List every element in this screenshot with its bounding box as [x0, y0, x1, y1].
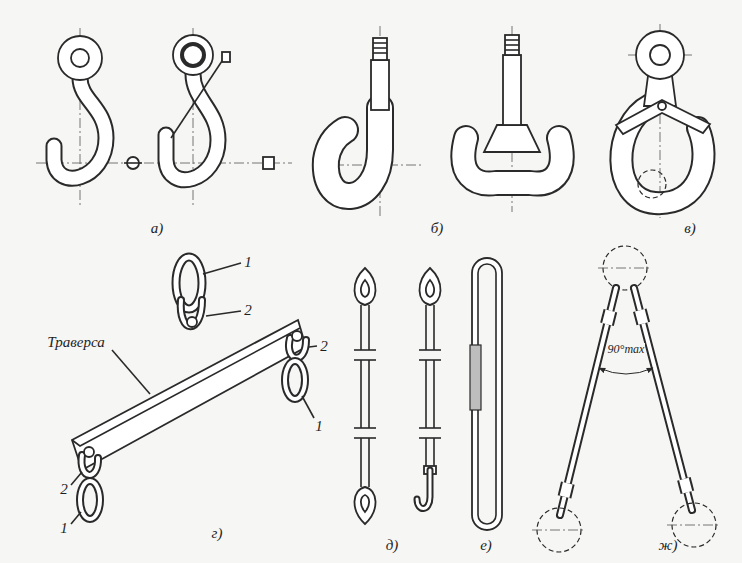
callout-number: 1 — [314, 418, 324, 435]
figure-letter: ж) — [658, 537, 679, 554]
figure-letter: д) — [385, 537, 400, 554]
callout-number: 2 — [59, 481, 69, 498]
callout-number: 2 — [319, 338, 329, 355]
figure-letter: е) — [479, 537, 493, 554]
figure-letter: а) — [150, 220, 165, 237]
figure-letter: г) — [211, 525, 224, 542]
callout-number: 1 — [59, 520, 69, 537]
figure-letter: в) — [683, 220, 697, 237]
callout-number: 2 — [243, 302, 253, 319]
angle-dimension: 90°max — [607, 343, 646, 356]
callout-number: 1 — [243, 254, 253, 271]
figure-letter: б) — [430, 220, 445, 237]
part-name: Траверса — [46, 334, 105, 351]
